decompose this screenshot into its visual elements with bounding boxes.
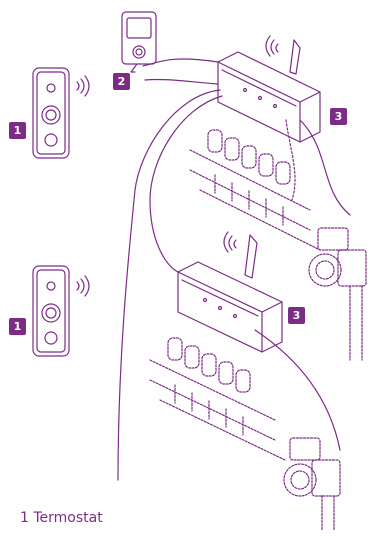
badge-control-unit: 2 [113,73,130,90]
badge-wiring-centre-top: 3 [330,108,347,125]
antenna-icon [289,39,301,75]
manifold-top [189,129,321,251]
control-unit [121,11,157,73]
pump-top [308,227,367,361]
manifold-bottom [149,337,286,461]
antenna-icon [244,234,258,279]
wifi-signal-icon [76,275,90,297]
pump-bottom [283,437,341,531]
wireless-thermostat-top [32,67,90,159]
wifi-signal-icon [223,231,237,253]
badge-thermostat-bottom: 1 [9,318,26,335]
wireless-thermostat-bottom [32,265,90,357]
wiring-centre-top [217,35,321,143]
wifi-signal-icon [265,35,279,57]
badge-thermostat-top: 1 [9,122,26,139]
wiring-centre-bottom [177,231,283,353]
cabling [117,58,351,481]
legend-text: 1 Termostat [20,510,103,526]
badge-wiring-centre-bottom: 3 [288,307,305,324]
wifi-signal-icon [76,75,90,97]
